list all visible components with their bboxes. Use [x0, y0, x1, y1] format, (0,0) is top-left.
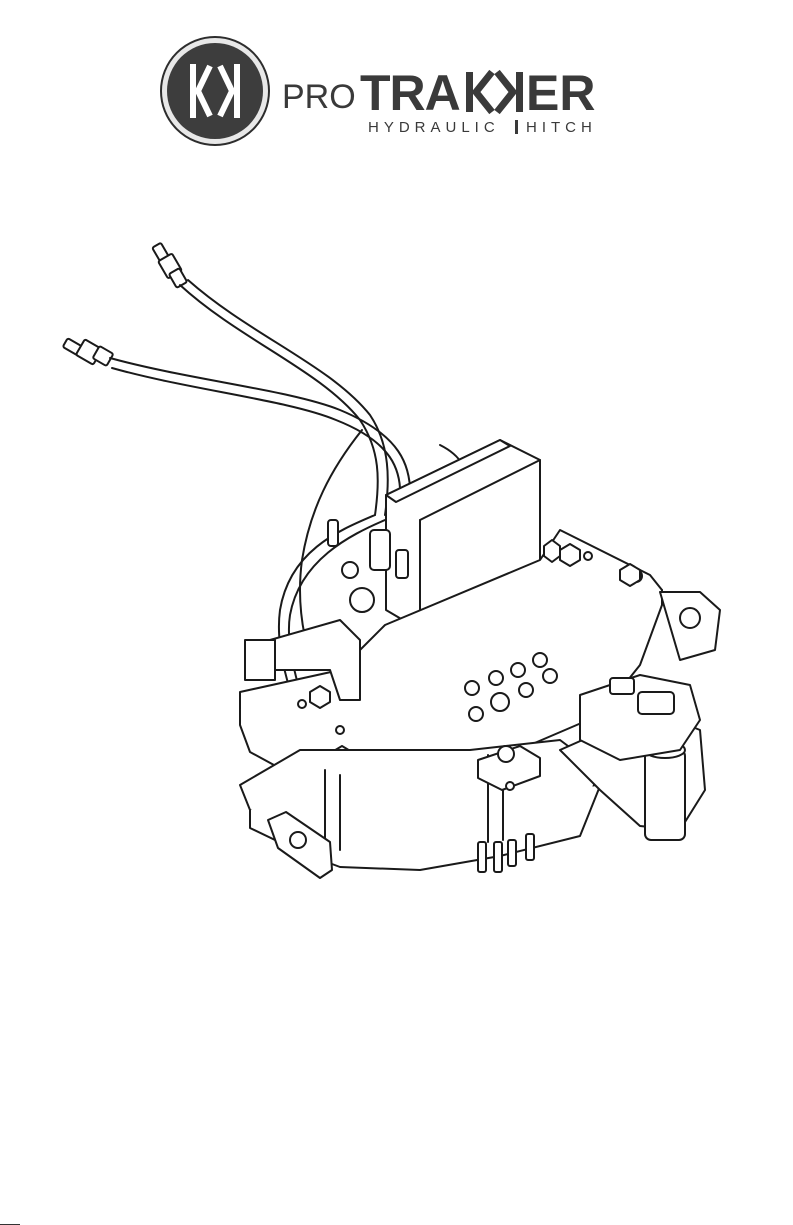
logo-tagline-left: HYDRAULIC — [368, 119, 500, 136]
logo-brand-suffix: ER — [526, 65, 595, 121]
logo-brand-prefix: PRO — [282, 78, 356, 116]
logo-wordmark: PRO TRA ER HYDRAULIC HITCH — [282, 65, 597, 136]
logo-tagline-right: HITCH — [526, 119, 597, 136]
logo-k-mark-icon — [466, 72, 523, 112]
logo-emblem-icon — [161, 37, 269, 145]
hose-fitting-lower-icon — [63, 338, 114, 366]
logo-brand-main: TRA — [360, 65, 460, 121]
page-edge-mark — [0, 1218, 20, 1225]
logo-tagline-divider — [515, 120, 518, 134]
protrakker-logo: PRO TRA ER HYDRAULIC HITCH — [160, 36, 640, 146]
hitch-illustration — [40, 230, 740, 900]
hose-fitting-upper-icon — [152, 243, 187, 288]
